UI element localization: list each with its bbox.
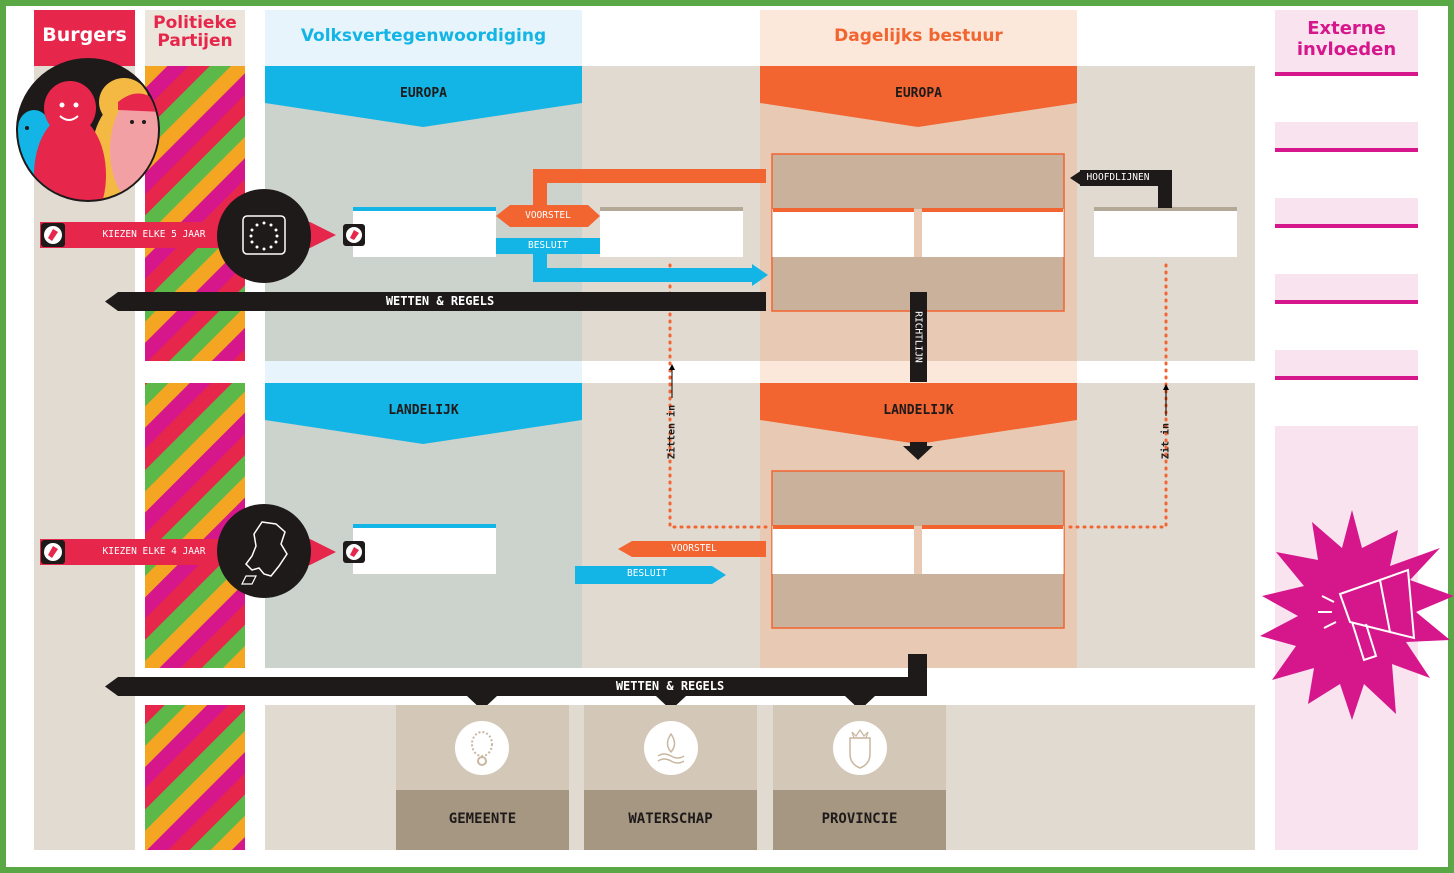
voorstel-eu-arrow [496,205,600,227]
europa-bestuur-slot-2 [922,212,1063,257]
kiezen-5-label: KIEZEN ELKE 5 JAAR [102,229,206,240]
extern-slot-3 [1275,274,1418,302]
besluit-eu-arrowhead [752,264,768,286]
richtlijn-stem [910,442,927,448]
richtlijn-label: RICHTLIJN [912,311,924,363]
landelijk-bestuur-slot-2 [922,529,1063,574]
eu-flag-icon [217,189,311,283]
richtlijn-arrowhead [903,446,933,460]
ballot-icon-nl-end [343,541,365,563]
landelijk-parlement-line [353,524,496,528]
water-drop-icon [644,721,698,775]
gemeente-label: GEMEENTE [448,811,517,827]
europa-parlement-box [353,211,496,257]
voorstel-nl-label: VOORSTEL [671,543,717,554]
partijen-title: Politieke Partijen [153,13,237,51]
extern-header [1275,10,1418,74]
down-arrow-gemeente-stem [474,683,490,697]
europa-volk-label: EUROPA [400,86,447,101]
provincie-label: PROVINCIE [821,811,898,827]
megaphone-icon [1260,510,1454,720]
gemeente-label-block [396,790,569,850]
zit-in-label: Zit in [1160,422,1172,460]
volk-header-band [265,10,582,66]
partijen-stripes-lokaal [145,705,245,850]
waterschap-label-block [584,790,757,850]
extern-line-2 [1275,148,1418,152]
richtlijn-arrow [910,292,927,382]
wetten-nl-arrow [105,677,927,696]
voorstel-eu-line [533,169,766,205]
down-arrow-provincie-stem [852,683,868,697]
besluit-eu-tag [496,238,600,254]
down-arrow-provincie [845,696,875,710]
voorstel-nl-arrow [618,541,766,557]
down-arrow-gemeente [467,696,497,710]
kiezen-4-label: KIEZEN ELKE 4 JAAR [102,546,206,557]
extern-slot-1 [1275,122,1418,150]
extern-slot-2 [1275,198,1418,226]
europese-raad-line [1094,207,1237,211]
zitten-in-connector [668,263,1168,529]
europa-bestuur-slot-1 [773,212,914,257]
down-arrow-waterschap-stem [663,683,679,697]
landelijk-bestuur-slot-1 [773,529,914,574]
wetten-eu-label: WETTEN & REGELS [385,294,495,308]
ambtsketen-icon [455,721,509,775]
hoofdlijnen-arrow [1080,170,1172,208]
zitten-in-arrowhead [669,364,675,370]
hoofdlijnen-label: HOOFDLIJNEN [1086,172,1150,183]
landelijk-bestuur-chevron [760,383,1077,444]
provincie-label-block [773,790,946,850]
burgers-title: Burgers [42,24,127,46]
landelijk-parlement-box [353,528,496,574]
extern-title: Externe invloeden [1296,18,1397,60]
volk-separator [265,361,582,383]
besluit-nl-label: BESLUIT [626,568,668,579]
zitten-in-label: Zitten in [666,404,678,460]
hoofdlijnen-arrowhead [1070,170,1082,186]
europa-parlement-line [353,207,496,211]
landelijk-volk-label: LANDELIJK [388,403,459,418]
europa-raad-line [600,207,743,211]
landelijk-bestuur-line-2 [922,525,1063,529]
extern-line-5 [1275,376,1418,380]
extern-slot-4 [1275,350,1418,378]
europa-bestuur-line-1 [773,208,914,212]
europa-bestuur-line-2 [922,208,1063,212]
voorstel-eu-label: VOORSTEL [525,210,571,221]
provincie-wapen-icon [833,721,887,775]
landelijk-volk-chevron [265,383,582,444]
burgers-header [34,10,135,66]
ballot-icon-eu-end [343,224,365,246]
ballot-icon-eu-start [41,223,65,247]
waterschap-label: WATERSCHAP [628,811,713,827]
europa-volk-chevron [265,66,582,127]
extern-line-3 [1275,224,1418,228]
besluit-nl-arrow [575,566,726,584]
bestuur-title: Dagelijks bestuur [834,26,1003,46]
europa-bestuur-label: EUROPA [895,86,942,101]
besluit-eu-label: BESLUIT [527,240,569,251]
landelijk-bestuur-label: LANDELIJK [883,403,954,418]
partijen-header [145,10,245,66]
wetten-eu-arrow [105,292,766,311]
europese-raad-box [1094,211,1237,257]
extern-line-4 [1275,300,1418,304]
besluit-eu-line [533,254,755,282]
volk-title: Volksvertegenwoordiging [300,26,547,46]
down-arrow-waterschap [656,696,686,710]
landelijk-bestuur-line-1 [773,525,914,529]
wetten-nl-label: WETTEN & REGELS [615,679,725,693]
ballot-icon-nl-start [41,540,65,564]
europa-bestuur-chevron [760,66,1077,127]
zit-in-arrowhead [1163,384,1169,390]
extern-line-1 [1275,72,1418,76]
netherlands-map-icon [217,504,311,598]
europa-raad-box [600,211,743,257]
bestuur-header-band [760,10,1077,66]
